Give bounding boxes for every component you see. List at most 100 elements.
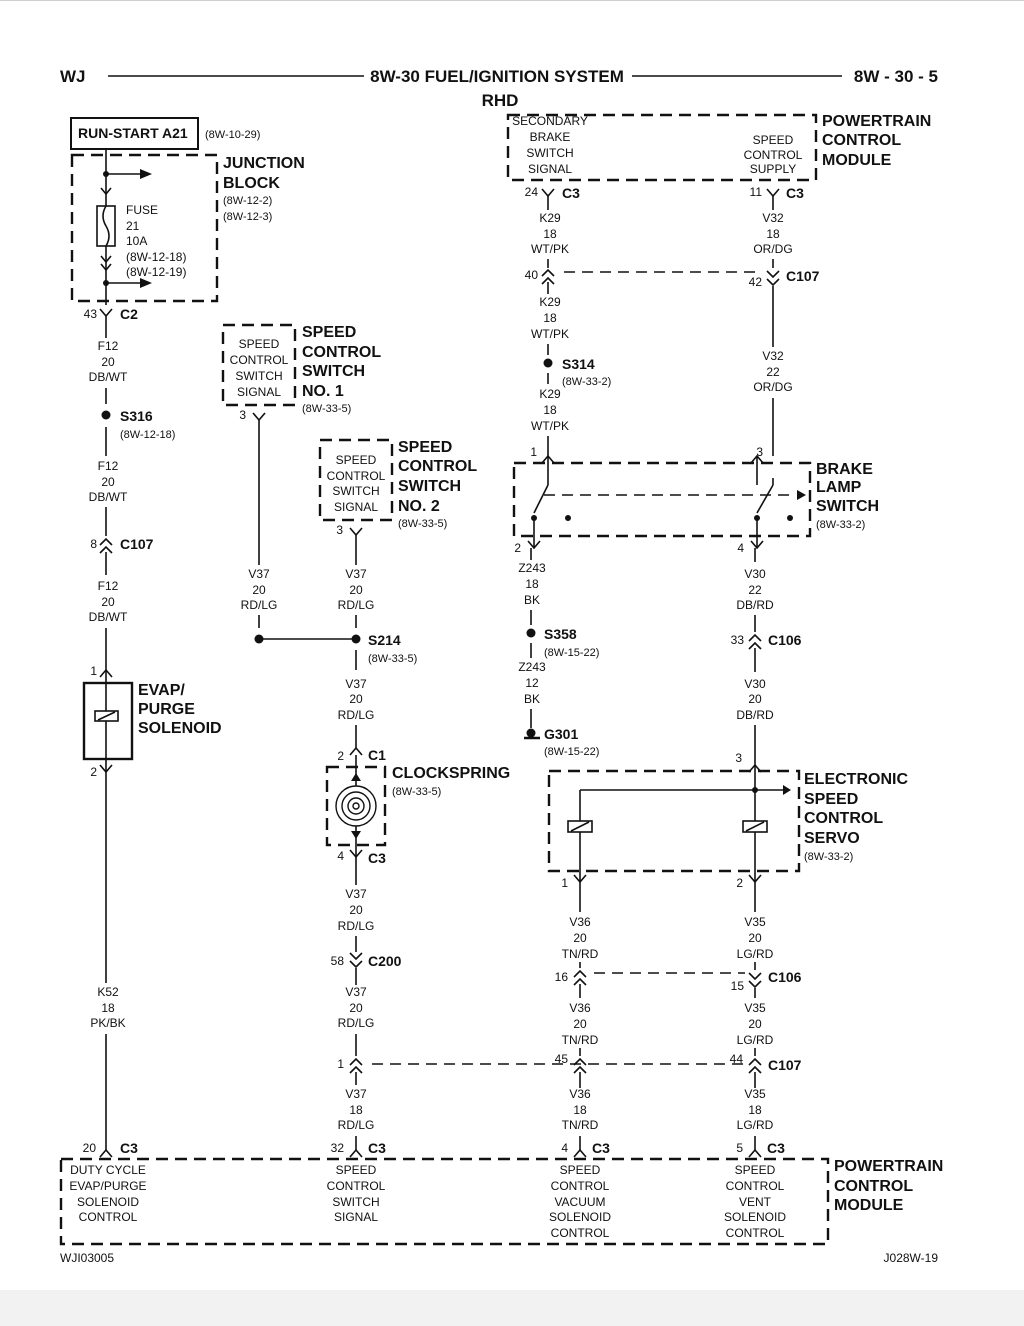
svg-text:1: 1 xyxy=(561,876,568,890)
svg-text:LG/RD: LG/RD xyxy=(737,1118,774,1132)
svg-text:POWERTRAIN: POWERTRAIN xyxy=(822,113,931,130)
svg-text:20: 20 xyxy=(573,931,587,945)
svg-text:18: 18 xyxy=(349,1103,363,1117)
svg-text:CONTROL: CONTROL xyxy=(726,1226,785,1240)
svg-text:C3: C3 xyxy=(562,185,580,201)
svg-text:C1: C1 xyxy=(368,747,386,763)
svg-text:V32: V32 xyxy=(762,349,784,363)
svg-text:TN/RD: TN/RD xyxy=(562,1118,599,1132)
svg-text:C106: C106 xyxy=(768,632,802,648)
junction-block-name-2: BLOCK xyxy=(223,175,280,192)
svg-text:SUPPLY: SUPPLY xyxy=(750,162,796,176)
svg-text:(8W-33-5): (8W-33-5) xyxy=(302,403,351,415)
svg-text:(8W-33-2): (8W-33-2) xyxy=(816,519,865,531)
speed-control-servo: ELECTRONIC SPEED CONTROL SERVO (8W-33-2)… xyxy=(547,765,908,890)
svg-text:WT/PK: WT/PK xyxy=(531,242,569,256)
speed-control-switch-1: SPEED CONTROL SWITCH SIGNAL SPEED CONTRO… xyxy=(221,323,381,644)
svg-text:1: 1 xyxy=(90,664,97,678)
clockspring-circuit: S214 (8W-33-5) V37 20 RD/LG 2 C1 CLOCKSP… xyxy=(325,632,510,1150)
s358-label: S358 xyxy=(544,626,577,642)
junction-block-name-1: JUNCTION xyxy=(223,155,305,172)
svg-text:CONTROL: CONTROL xyxy=(327,1179,386,1193)
v32-circuit: V32 18 OR/DG 42 C107 V32 22 OR/DG xyxy=(749,196,820,456)
svg-text:CONTROL: CONTROL xyxy=(822,132,901,149)
svg-text:SOLENOID: SOLENOID xyxy=(549,1210,611,1224)
svg-text:V32: V32 xyxy=(762,211,784,225)
s214-splice xyxy=(351,634,361,644)
svg-text:(8W-12-18): (8W-12-18) xyxy=(120,429,175,441)
s214-label: S214 xyxy=(368,632,401,648)
svg-text:MODULE: MODULE xyxy=(822,152,892,169)
footer-figure-id: J028W-19 xyxy=(884,1251,939,1265)
svg-text:VACUUM: VACUUM xyxy=(554,1195,605,1209)
svg-text:45: 45 xyxy=(555,1052,569,1066)
svg-text:20: 20 xyxy=(101,475,115,489)
s316-label: S316 xyxy=(120,408,153,424)
svg-text:RD/LG: RD/LG xyxy=(338,708,375,722)
fuse-rating: 10A xyxy=(126,234,147,248)
g301-label: G301 xyxy=(544,726,578,742)
svg-text:RD/LG: RD/LG xyxy=(338,1118,375,1132)
svg-text:C3: C3 xyxy=(767,1140,785,1156)
svg-text:20: 20 xyxy=(748,1017,762,1031)
svg-text:SPEED: SPEED xyxy=(336,1163,377,1177)
junction-block: FUSE 21 10A (8W-12-18) (8W-12-19) JUNCTI… xyxy=(70,149,305,322)
svg-text:11: 11 xyxy=(750,185,763,199)
svg-text:V37: V37 xyxy=(248,567,270,581)
svg-text:C107: C107 xyxy=(768,1057,802,1073)
svg-text:RD/LG: RD/LG xyxy=(338,919,375,933)
svg-text:3: 3 xyxy=(735,751,742,765)
svg-text:SPEED: SPEED xyxy=(753,133,794,147)
svg-text:ELECTRONIC: ELECTRONIC xyxy=(804,771,908,788)
svg-text:SIGNAL: SIGNAL xyxy=(237,385,281,399)
run-start-label: RUN-START A21 xyxy=(78,125,188,141)
svg-text:SECONDARY: SECONDARY xyxy=(512,114,588,128)
svg-text:18: 18 xyxy=(543,403,557,417)
fuse-label: FUSE xyxy=(126,203,158,217)
svg-text:(8W-33-5): (8W-33-5) xyxy=(392,786,441,798)
svg-text:42: 42 xyxy=(749,275,763,289)
svg-text:CONTROL: CONTROL xyxy=(230,353,289,367)
svg-text:DB/WT: DB/WT xyxy=(89,610,128,624)
svg-text:1: 1 xyxy=(337,1057,344,1071)
v36-circuit: V36 20 TN/RD 16 V36 20 TN/RD 45 V36 18 T… xyxy=(555,882,745,1150)
svg-text:V37: V37 xyxy=(345,887,367,901)
svg-text:V35: V35 xyxy=(744,1001,766,1015)
svg-text:24: 24 xyxy=(525,185,539,199)
svg-text:SPEED: SPEED xyxy=(804,791,858,808)
svg-text:K29: K29 xyxy=(539,211,561,225)
svg-text:32: 32 xyxy=(331,1141,345,1155)
svg-text:C107: C107 xyxy=(786,268,820,284)
svg-text:K29: K29 xyxy=(539,295,561,309)
svg-text:2: 2 xyxy=(736,876,743,890)
junction-block-ref-1: (8W-12-2) xyxy=(223,195,272,207)
svg-text:RD/LG: RD/LG xyxy=(338,598,375,612)
svg-text:K52: K52 xyxy=(97,985,119,999)
svg-text:V35: V35 xyxy=(744,1087,766,1101)
svg-text:1: 1 xyxy=(530,445,537,459)
svg-text:18: 18 xyxy=(543,227,557,241)
svg-text:CONTROL: CONTROL xyxy=(551,1226,610,1240)
svg-text:C3: C3 xyxy=(368,850,386,866)
svg-text:20: 20 xyxy=(349,903,363,917)
svg-text:CONTROL: CONTROL xyxy=(398,458,477,475)
evap-purge-solenoid: 1 EVAP/ PURGE SOLENOID 2 K52 18 PK/BK xyxy=(82,664,222,1150)
svg-text:CONTROL: CONTROL xyxy=(744,148,803,162)
svg-text:SPEED: SPEED xyxy=(398,439,452,456)
svg-text:4: 4 xyxy=(561,1141,568,1155)
svg-text:(8W-15-22): (8W-15-22) xyxy=(544,746,599,758)
svg-text:(8W-33-5): (8W-33-5) xyxy=(368,653,417,665)
svg-text:OR/DG: OR/DG xyxy=(753,380,792,394)
pcm-bottom: 20 C3 32 C3 4 C3 5 C3 DUTY CYCLE EVAP/PU… xyxy=(59,1140,943,1246)
svg-text:18: 18 xyxy=(101,1001,115,1015)
svg-text:SPEED: SPEED xyxy=(336,453,377,467)
svg-text:PK/BK: PK/BK xyxy=(90,1016,125,1030)
svg-text:20: 20 xyxy=(573,1017,587,1031)
svg-text:WT/PK: WT/PK xyxy=(531,419,569,433)
svg-text:Z243: Z243 xyxy=(518,660,546,674)
v35-circuit: V35 20 LG/RD 15 C106 V35 20 LG/RD 44 C10… xyxy=(730,882,802,1150)
svg-text:C3: C3 xyxy=(592,1140,610,1156)
svg-text:(8W-33-2): (8W-33-2) xyxy=(804,851,853,863)
footer-doc-id: WJI03005 xyxy=(60,1251,114,1265)
